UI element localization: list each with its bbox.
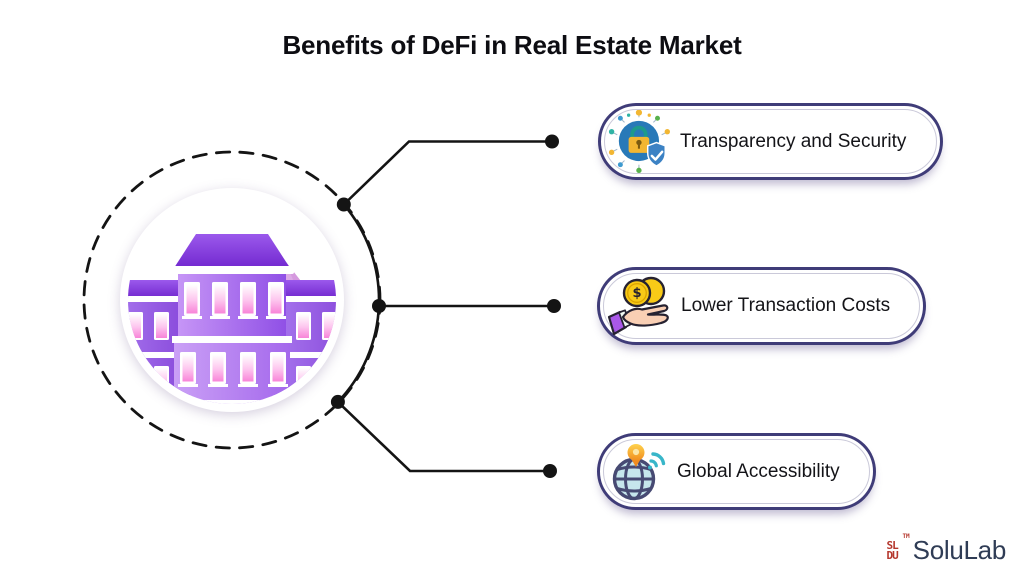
- benefit-label: Transparency and Security: [680, 130, 907, 152]
- connector-line-top: [342, 140, 552, 206]
- trademark-mark: TM: [902, 533, 910, 540]
- building-windows: [178, 352, 288, 387]
- svg-text:$: $: [632, 286, 641, 301]
- building-windows: [182, 282, 286, 319]
- logo-mark-row: DU: [886, 548, 899, 562]
- globe-pin-wifi-icon: [607, 441, 671, 503]
- benefit-pill-transparency-security: Transparency and Security: [598, 103, 943, 180]
- real-estate-illustration: [120, 188, 344, 412]
- brand-name: SoluLab: [912, 535, 1007, 565]
- benefit-pill-lower-transaction-costs: $ Lower Transaction Costs: [597, 267, 926, 345]
- sparkle-dots: [608, 109, 670, 173]
- page-title: Benefits of DeFi in Real Estate Market: [282, 30, 742, 60]
- logo-mark-row: SL: [886, 538, 899, 552]
- benefit-pill-global-accessibility: Global Accessibility: [597, 433, 876, 510]
- lock-shield-security-icon: [608, 109, 674, 174]
- connector-dots: [330, 134, 561, 478]
- benefit-label: Global Accessibility: [677, 460, 840, 482]
- coin-in-hand-icon: $: [607, 274, 675, 338]
- connector-line-bottom: [337, 400, 550, 473]
- building-central: [168, 234, 296, 404]
- solulab-logo: SL DU TM SoluLab: [879, 533, 1007, 566]
- purple-building-graphic: [128, 196, 336, 404]
- benefit-label: Lower Transaction Costs: [681, 295, 891, 316]
- wifi-signal: [649, 451, 666, 467]
- solulab-logo-mark-icon: SL DU TM: [879, 533, 910, 564]
